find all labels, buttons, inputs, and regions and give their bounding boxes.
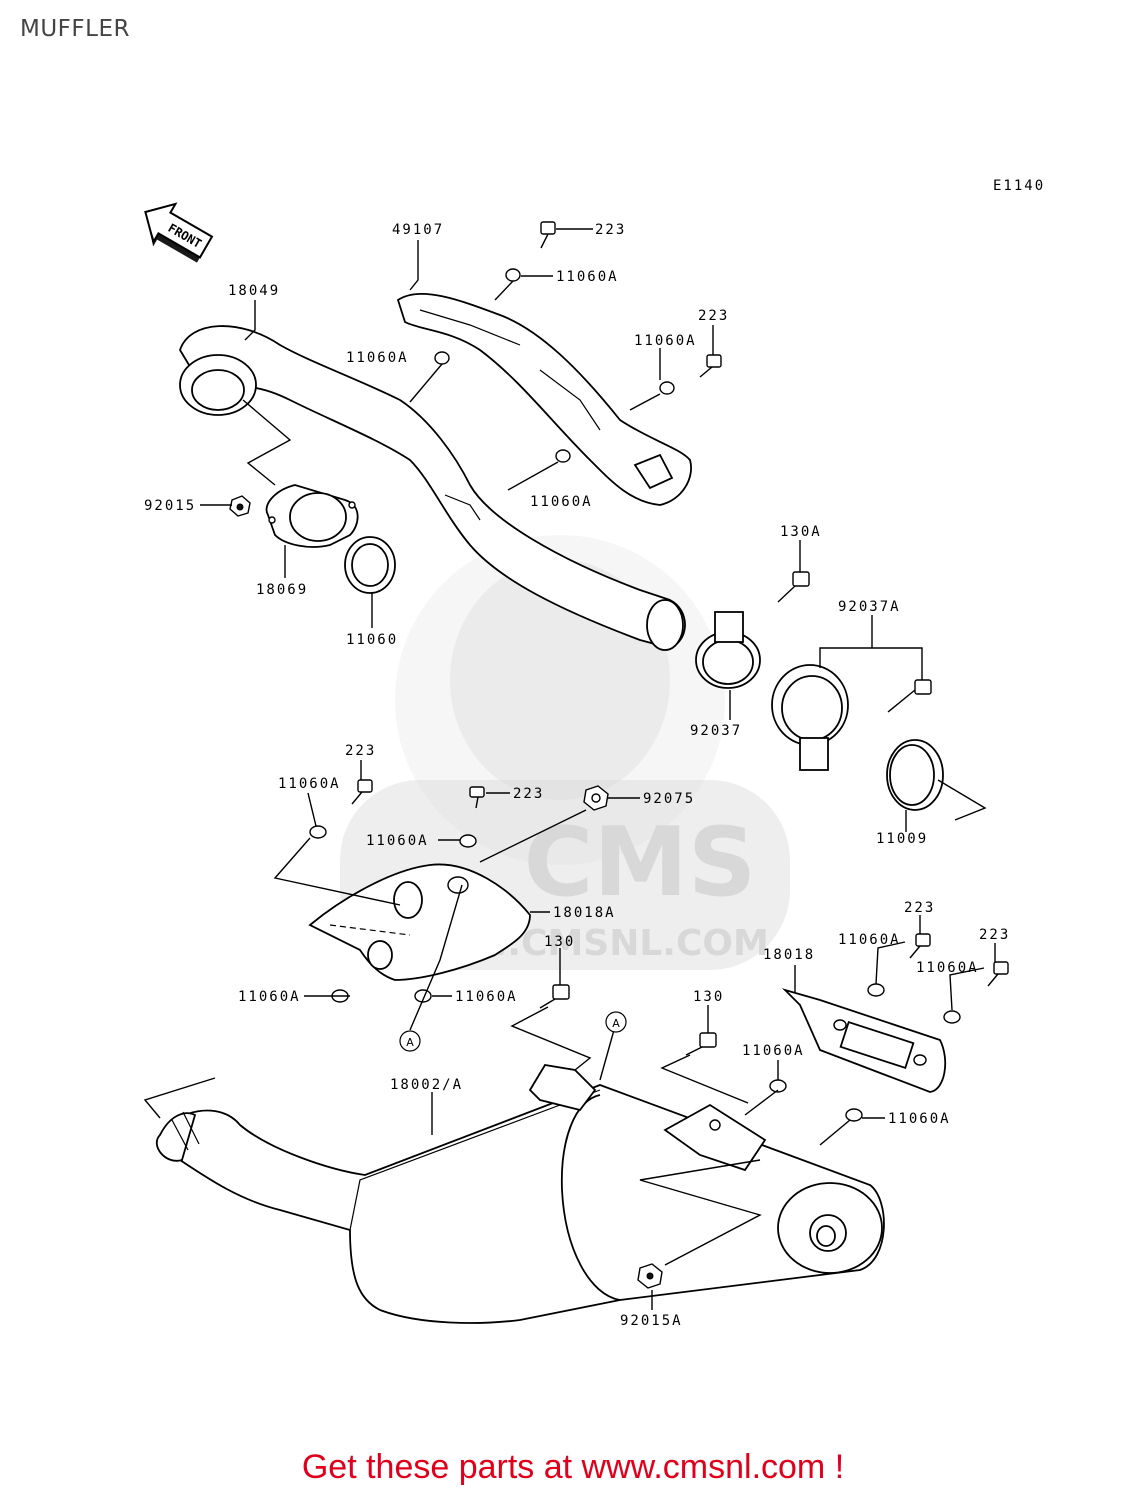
washer-icon <box>555 449 571 463</box>
part-label-11060a: 11060A <box>888 1111 951 1127</box>
part-labels: 49107 223 11060A 18049 11060A 223 11060A… <box>144 222 1010 1329</box>
nut-icon <box>637 1263 663 1289</box>
bolt-icon <box>699 354 722 378</box>
part-label-92037a: 92037A <box>838 599 901 615</box>
part-label-223: 223 <box>345 743 376 759</box>
bolt-icon <box>540 221 556 249</box>
nut-icon <box>229 495 251 517</box>
ref-marker-a1: A <box>399 1030 421 1052</box>
part-label-11060a: 11060A <box>530 494 593 510</box>
washer-icon <box>659 381 675 395</box>
gasket-11009 <box>886 739 944 811</box>
part-label-18049: 18049 <box>228 283 280 299</box>
muffler-body <box>155 1064 885 1324</box>
watermark-brand: CMS <box>524 808 757 918</box>
part-label-223: 223 <box>979 927 1010 943</box>
part-label-11060a: 11060A <box>838 932 901 948</box>
exhaust-flange <box>265 484 359 548</box>
part-label-11009: 11009 <box>876 831 928 847</box>
bolt-icon <box>987 961 1009 987</box>
part-label-11060a: 11060A <box>455 989 518 1005</box>
washer-icon <box>459 834 477 848</box>
ref-marker-a2: A <box>605 1011 627 1033</box>
part-label-11060: 11060 <box>346 632 398 648</box>
clamp-92037 <box>695 611 761 689</box>
washer-icon <box>845 1108 863 1122</box>
bolt-icon <box>539 984 570 1009</box>
part-label-223: 223 <box>904 900 935 916</box>
part-label-11060a: 11060A <box>366 833 429 849</box>
heat-guard <box>396 292 692 506</box>
bolt-icon <box>887 679 932 713</box>
bolt-icon <box>469 786 485 809</box>
washer-icon <box>505 268 521 282</box>
part-label-223: 223 <box>595 222 626 238</box>
exhaust-gasket <box>344 536 396 594</box>
part-label-92037: 92037 <box>690 723 742 739</box>
part-label-11060a: 11060A <box>346 350 409 366</box>
part-label-130a: 130A <box>780 524 822 540</box>
bolt-icon <box>351 779 373 805</box>
bolt-icon <box>777 571 810 603</box>
leader-lines <box>143 228 996 1310</box>
part-label-92015: 92015 <box>144 498 196 514</box>
part-label-18018a: 18018A <box>553 905 616 921</box>
ref-code: E1140 <box>993 178 1045 194</box>
clamp-92037a <box>771 664 849 771</box>
header-pipe <box>179 325 686 651</box>
muffler-cover-18018 <box>781 988 947 1093</box>
washer-icon <box>867 983 885 997</box>
part-label-18018: 18018 <box>763 947 815 963</box>
front-arrow: FRONT <box>144 202 214 263</box>
part-label-11060a: 11060A <box>238 989 301 1005</box>
part-label-11060a: 11060A <box>634 333 697 349</box>
part-label-18002a: 18002/A <box>390 1077 463 1093</box>
washer-icon <box>943 1010 961 1024</box>
hardware <box>229 221 1009 1289</box>
part-label-18069: 18069 <box>256 582 308 598</box>
page-title: MUFFLER <box>20 16 130 42</box>
part-label-92015a: 92015A <box>620 1313 683 1329</box>
footer-cta-link[interactable]: Get these parts at www.cmsnl.com ! <box>301 1448 845 1486</box>
part-label-11060a: 11060A <box>742 1043 805 1059</box>
bolt-icon <box>685 1032 717 1056</box>
part-label-223: 223 <box>698 308 729 324</box>
washer-icon <box>414 989 432 1003</box>
ref-marker-a1-label: A <box>406 1036 414 1049</box>
muffler-cover-18018a <box>308 863 531 981</box>
part-label-130: 130 <box>544 934 575 950</box>
washer-icon <box>434 351 450 365</box>
washer-icon <box>309 825 327 839</box>
part-label-11060a: 11060A <box>278 776 341 792</box>
part-label-223: 223 <box>513 786 544 802</box>
bolt-icon <box>909 933 931 959</box>
part-label-92075: 92075 <box>643 791 695 807</box>
part-label-11060a: 11060A <box>556 269 619 285</box>
part-label-11060a: 11060A <box>916 960 979 976</box>
part-label-49107: 49107 <box>392 222 444 238</box>
part-label-130: 130 <box>693 989 724 1005</box>
nut-icon <box>583 785 609 811</box>
ref-marker-a2-label: A <box>612 1017 620 1030</box>
